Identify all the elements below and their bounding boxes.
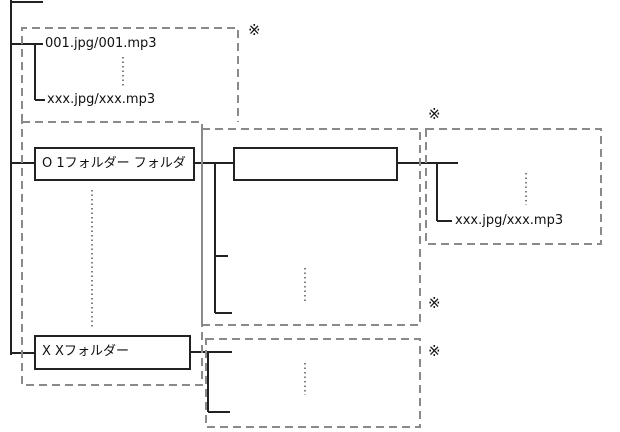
folder-01-box bbox=[34, 147, 195, 181]
folder01-contents-group bbox=[201, 128, 421, 326]
root-files-group bbox=[21, 27, 239, 122]
note-mark-folder01: ※ bbox=[428, 294, 441, 312]
root-file-last: xxx.jpg/xxx.mp3 bbox=[47, 92, 156, 107]
folders-group bbox=[21, 121, 203, 386]
subfolder-box bbox=[233, 147, 398, 181]
note-mark-root-files: ※ bbox=[248, 21, 261, 39]
subfolder-file-last: xxx.jpg/xxx.mp3 bbox=[455, 213, 564, 228]
subfolder-contents-group bbox=[425, 128, 602, 245]
folder-01-label: O 1フォルダー フォルダ bbox=[42, 156, 186, 171]
note-mark-subfolder: ※ bbox=[428, 105, 441, 123]
root-file-first: 001.jpg/001.mp3 bbox=[45, 36, 157, 51]
folder-xx-label: X Xフォルダー bbox=[42, 344, 129, 359]
note-mark-folderxx: ※ bbox=[428, 342, 441, 360]
folder-xx-box bbox=[34, 335, 191, 370]
folderxx-contents-group bbox=[205, 338, 421, 428]
